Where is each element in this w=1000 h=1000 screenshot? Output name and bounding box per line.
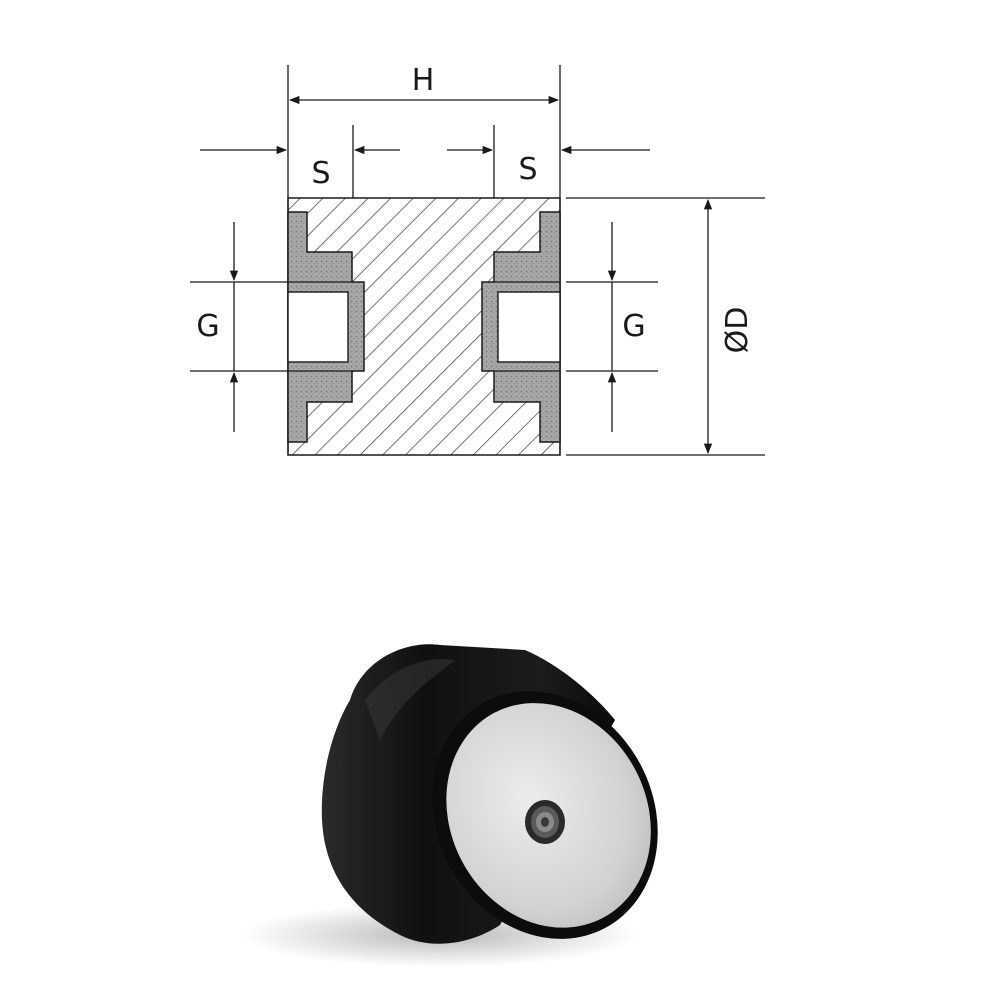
left-insert	[287, 211, 365, 443]
label-diameter: ØD	[720, 307, 755, 354]
product-illustration	[240, 644, 658, 967]
label-g-right: G	[622, 309, 645, 344]
label-s-right: S	[518, 152, 537, 187]
right-insert	[481, 211, 561, 443]
threaded-hole	[525, 800, 565, 844]
left-bore	[287, 291, 349, 363]
technical-drawing	[190, 65, 765, 456]
right-bore	[497, 291, 561, 363]
label-h: H	[412, 63, 435, 98]
label-g-left: G	[196, 309, 219, 344]
label-s-left: S	[311, 156, 330, 191]
